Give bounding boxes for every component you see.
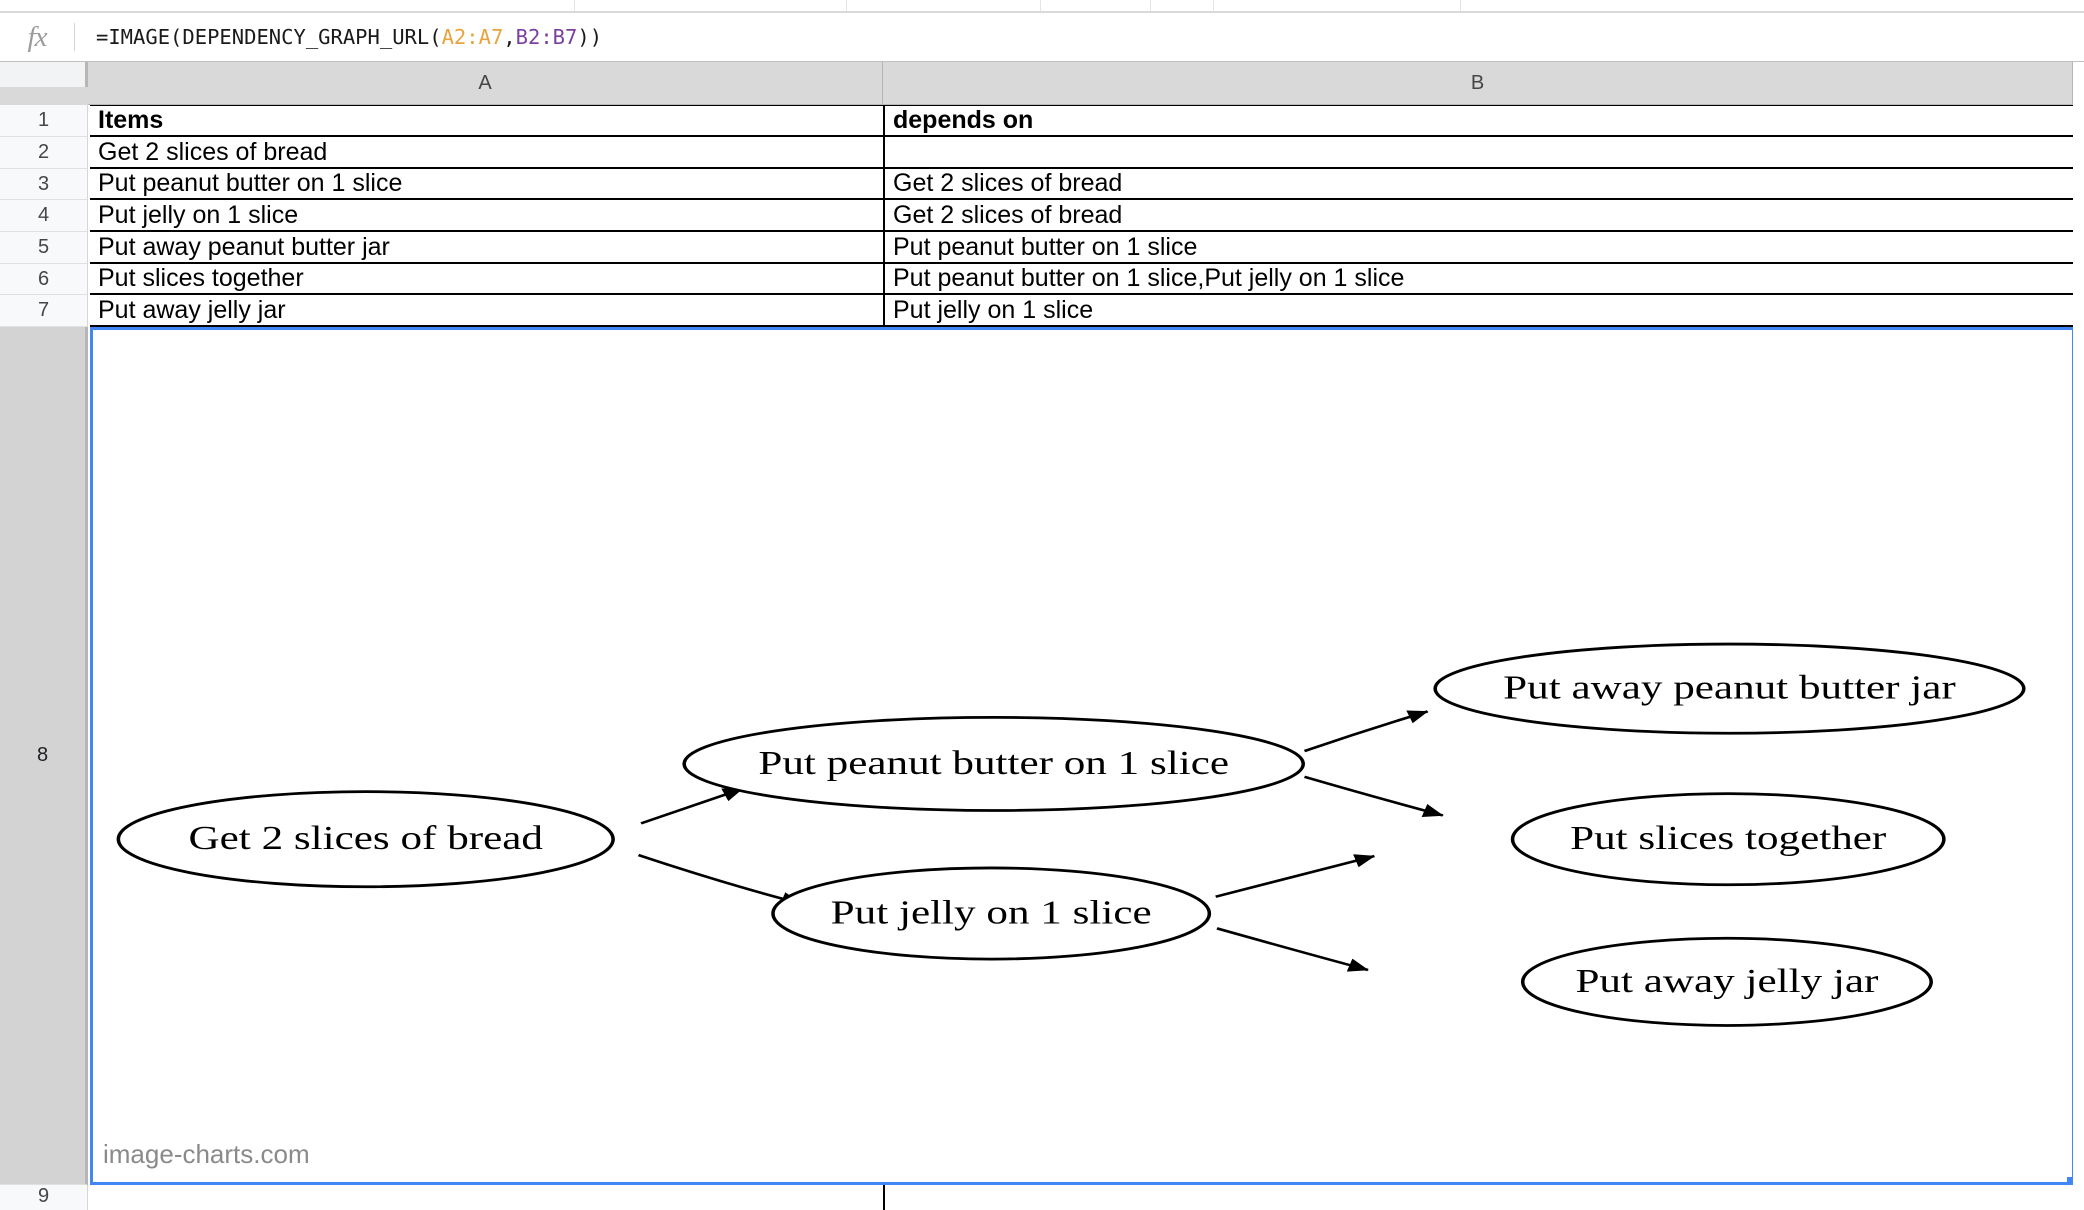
edge-bread-to-jelly [637,853,802,906]
cell-b4[interactable]: Get 2 slices of bread [885,200,2075,232]
formula-bar[interactable]: fx =IMAGE(DEPENDENCY_GRAPH_URL(A2:A7,B2:… [0,13,2084,62]
graph-node-label: Put slices together [1570,820,1886,857]
graph-node-jjar[interactable]: Put away jelly jar [1520,936,1933,1027]
edge-pb-to-slices [1303,775,1444,818]
cell-b2[interactable] [885,137,2075,169]
row-header-6[interactable]: 6 [0,264,88,295]
cell-a9[interactable] [90,1185,885,1210]
edge-pb-to-pbjar [1303,710,1429,753]
cell-b5[interactable]: Put peanut butter on 1 slice [885,232,2075,264]
dependency-graph: Get 2 slices of bread Put peanut butter … [116,642,2026,1027]
formula-range-a: A2:A7 [441,25,504,49]
image-cell-a8[interactable]: Get 2 slices of bread Put peanut butter … [90,327,2075,1185]
cell-a3[interactable]: Put peanut butter on 1 slice [90,169,885,200]
image-charts-watermark: image-charts.com [103,1139,310,1169]
cell-a6[interactable]: Put slices together [90,264,885,295]
top-cutoff-strip [0,0,2084,13]
formula-range-b: B2:B7 [515,25,578,49]
edge-bread-to-pb [640,787,744,825]
corner-filler [0,87,88,105]
cell-b1[interactable]: depends on [885,105,2075,137]
cell-a7[interactable]: Put away jelly jar [90,295,885,327]
graph-node-jelly[interactable]: Put jelly on 1 slice [771,866,1212,961]
cell-b6[interactable]: Put peanut butter on 1 slice,Put jelly o… [885,264,2075,295]
column-header-b[interactable]: B [883,62,2073,105]
edge-jelly-to-jjar [1216,927,1369,972]
fx-icon: fx [27,20,48,53]
graph-node-label: Put peanut butter on 1 slice [758,745,1229,782]
cell-b9[interactable] [885,1185,2075,1210]
row-header-8[interactable]: 8 [0,327,88,1185]
cell-a2[interactable]: Get 2 slices of bread [90,137,885,169]
column-header-row: A B [88,62,2084,105]
edge-jelly-to-slices [1215,854,1376,898]
graph-node-slices[interactable]: Put slices together [1510,792,1946,887]
cell-a4[interactable]: Put jelly on 1 slice [90,200,885,232]
select-all-corner[interactable] [0,62,88,87]
column-header-a[interactable]: A [88,62,883,105]
row-header-9[interactable]: 9 [0,1185,88,1210]
row-header-3[interactable]: 3 [0,169,88,200]
cell-a5[interactable]: Put away peanut butter jar [90,232,885,264]
graph-node-label: Put jelly on 1 slice [831,895,1152,932]
cell-a1[interactable]: Items [90,105,885,137]
graph-nodes: Get 2 slices of bread Put peanut butter … [116,642,2026,1027]
row-header-7[interactable]: 7 [0,295,88,327]
graph-node-bread[interactable]: Get 2 slices of bread [116,790,615,889]
graph-node-pbjar[interactable]: Put away peanut butter jar [1433,642,2026,735]
row-header-4[interactable]: 4 [0,200,88,232]
selection-fill-handle[interactable] [2065,1175,2072,1182]
spreadsheet-grid: A B 1 2 3 4 5 6 7 8 Items Get 2 slices o… [0,62,2084,1210]
formula-suffix: )) [577,25,603,49]
formula-comma: , [503,25,516,49]
row-header-5[interactable]: 5 [0,232,88,264]
cell-b7[interactable]: Put jelly on 1 slice [885,295,2075,327]
cell-b3[interactable]: Get 2 slices of bread [885,169,2075,200]
right-gutter [2073,62,2084,1210]
formula-prefix: =IMAGE(DEPENDENCY_GRAPH_URL( [96,25,442,49]
graph-node-pb[interactable]: Put peanut butter on 1 slice [682,715,1306,812]
formula-bar-divider [74,23,75,51]
row-header-1[interactable]: 1 [0,105,88,137]
graph-node-label: Put away jelly jar [1575,963,1878,1000]
row-header-2[interactable]: 2 [0,137,88,169]
row-9-partial: 9 [0,1185,2084,1210]
formula-input[interactable]: =IMAGE(DEPENDENCY_GRAPH_URL(A2:A7,B2:B7)… [96,25,602,49]
graph-node-label: Put away peanut butter jar [1503,670,1956,707]
graph-node-label: Get 2 slices of bread [189,820,543,857]
